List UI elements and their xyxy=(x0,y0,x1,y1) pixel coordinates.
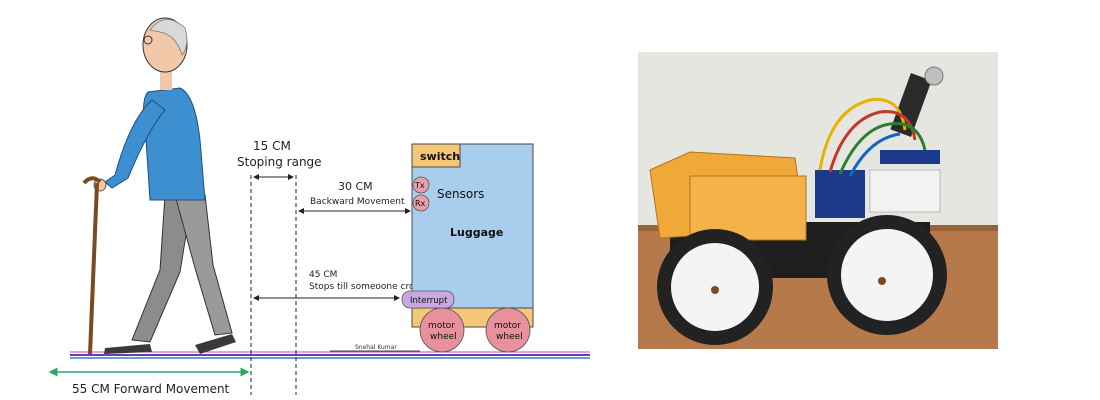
rx-label: Rx xyxy=(415,199,426,208)
motor-wheel-right-line2: wheel xyxy=(496,332,523,342)
backward-distance: 30 CM xyxy=(338,180,373,193)
stopping-range-label: Stoping range xyxy=(237,155,322,169)
motor-wheel-left xyxy=(419,307,465,353)
motor-wheel-left-line2: wheel xyxy=(430,332,457,342)
luggage-label: Luggage xyxy=(450,226,503,239)
switch-label: switch xyxy=(420,150,460,163)
stops-label: Stops till someoone crosses xyxy=(309,282,434,292)
motor-wheel-right xyxy=(485,307,531,353)
ground-line xyxy=(70,351,590,359)
tx-sensor xyxy=(412,176,430,194)
switch-block xyxy=(411,143,461,168)
tx-label: Tx xyxy=(414,181,425,190)
motor-wheel-left-line1: motor xyxy=(428,321,455,331)
robot-car-photo xyxy=(638,52,998,349)
motor-wheel-right-line1: motor xyxy=(494,321,521,331)
sensors-label: Sensors xyxy=(437,187,484,201)
credit-label: Snehal Kumar xyxy=(355,344,397,351)
backward-label: Backward Movement xyxy=(310,197,405,207)
stops-distance: 45 CM xyxy=(309,270,337,280)
forward-label: 55 CM Forward Movement xyxy=(72,382,230,396)
rx-sensor xyxy=(412,194,430,212)
walking-man-illustration xyxy=(82,17,236,355)
interrupt-block xyxy=(401,290,455,309)
stopping-range-distance: 15 CM xyxy=(253,139,291,153)
interrupt-label: Interrupt xyxy=(410,296,448,306)
